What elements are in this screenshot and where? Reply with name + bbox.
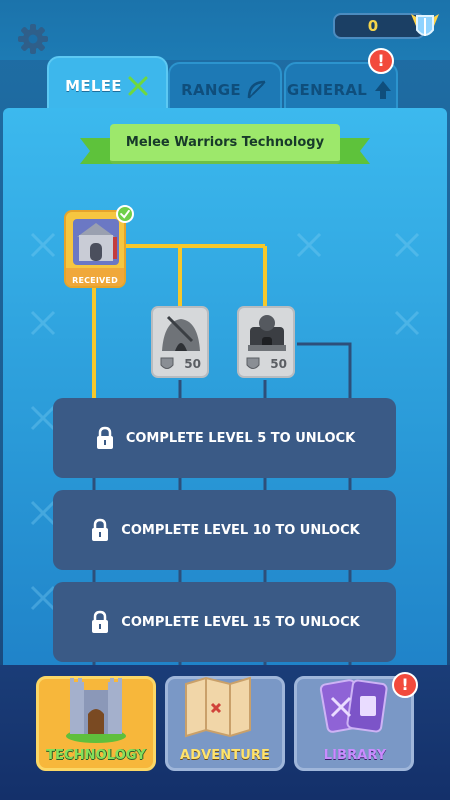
- currency-amount: 0: [367, 17, 379, 35]
- check-icon: [116, 205, 134, 223]
- background-swords-icon: [30, 500, 56, 526]
- lock-label: COMPLETE LEVEL 10 TO UNLOCK: [121, 522, 360, 538]
- background-swords-icon: [30, 585, 56, 611]
- title-ribbon: Melee Warriors Technology: [80, 120, 370, 174]
- received-banner: RECEIVED: [66, 268, 124, 286]
- map-icon: [185, 676, 251, 738]
- bow-icon: [247, 80, 266, 99]
- lock-label: COMPLETE LEVEL 5 TO UNLOCK: [125, 430, 356, 446]
- background-swords-icon: [296, 232, 322, 258]
- arrow-up-icon: [375, 81, 392, 99]
- tab-melee-label: MELEE: [65, 77, 122, 95]
- tech-node-locked-2[interactable]: 50: [237, 306, 295, 378]
- general-alert-badge: !: [368, 48, 394, 74]
- node-cost: 50: [270, 357, 287, 371]
- background-swords-icon: [30, 310, 56, 336]
- tab-range-label: RANGE: [181, 81, 241, 99]
- tent-icon: [162, 315, 200, 351]
- locked-tier-level-15: COMPLETE LEVEL 15 TO UNLOCK: [53, 582, 396, 662]
- background-swords-icon: [30, 232, 56, 258]
- background-swords-icon: [30, 405, 56, 431]
- nav-library-label: LIBRARY: [323, 748, 387, 763]
- background-swords-icon: [394, 232, 420, 258]
- received-label: RECEIVED: [72, 276, 118, 285]
- library-alert-badge: !: [392, 672, 418, 698]
- gear-icon[interactable]: [16, 22, 50, 56]
- background-swords-icon: [394, 310, 420, 336]
- ribbon-left-tail: [80, 138, 114, 164]
- page-title: Melee Warriors Technology: [125, 135, 325, 150]
- tab-melee[interactable]: MELEE: [47, 56, 168, 116]
- locked-tier-level-10: COMPLETE LEVEL 10 TO UNLOCK: [53, 490, 396, 570]
- locked-tier-level-5: COMPLETE LEVEL 5 TO UNLOCK: [53, 398, 396, 478]
- crossed-swords-icon: [128, 76, 148, 96]
- dark-barracks-icon: [248, 315, 286, 351]
- tech-node-received[interactable]: RECEIVED: [64, 210, 126, 288]
- ribbon-right-tail: [336, 138, 370, 164]
- winged-shield-icon: [411, 14, 439, 36]
- nav-technology-label: TECHNOLOGY: [46, 748, 146, 763]
- shield-icon: [246, 357, 260, 369]
- lock-icon: [92, 518, 109, 541]
- tab-general-label: GENERAL: [286, 81, 368, 99]
- cards-icon: [319, 679, 388, 733]
- nav-adventure-label: ADVENTURE: [180, 748, 270, 763]
- node-cost: 50: [184, 357, 201, 371]
- lock-icon: [92, 610, 109, 633]
- lock-label: COMPLETE LEVEL 15 TO UNLOCK: [121, 614, 360, 630]
- barracks-icon: [73, 219, 119, 265]
- castle-icon: [66, 678, 126, 743]
- shield-icon: [160, 357, 174, 369]
- lock-icon: [96, 426, 113, 449]
- tech-node-locked-1[interactable]: 50: [151, 306, 209, 378]
